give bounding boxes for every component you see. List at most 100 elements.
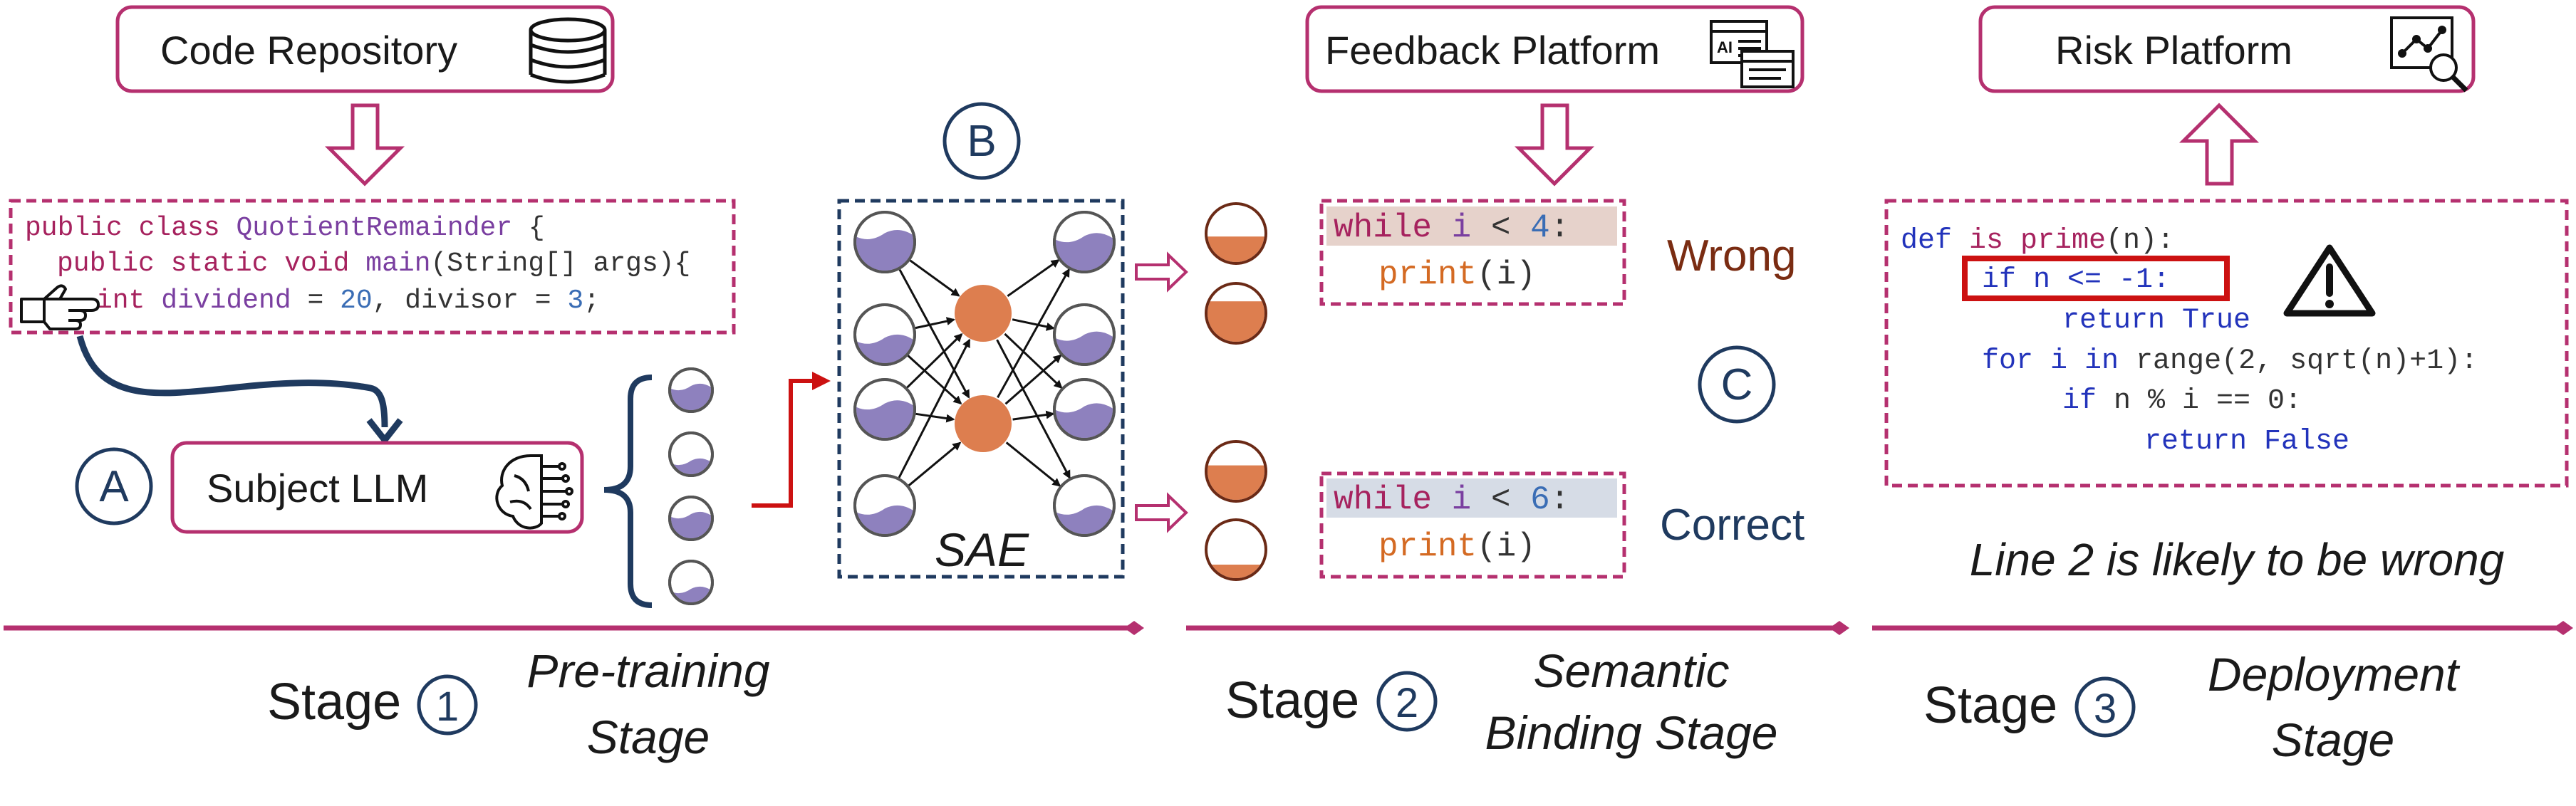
activation-circle-4 [668, 560, 714, 605]
marker-a: A [75, 447, 153, 525]
sae-output-neuron-2 [1053, 303, 1116, 366]
svg-text:for i in range(2, sqrt(n)+1):: for i in range(2, sqrt(n)+1): [1982, 345, 2478, 377]
wrong-label: Wrong [1667, 231, 1797, 281]
svg-text:while i < 6:: while i < 6: [1334, 481, 1569, 518]
stage-1-number: 1 [436, 684, 459, 730]
wrong-feature-1 [1205, 202, 1267, 265]
wrong-var: i [1452, 209, 1472, 246]
stage-1-word: Stage [267, 674, 401, 731]
svg-text:while i < 4:: while i < 4: [1334, 209, 1569, 246]
sae-input-neuron-4 [853, 474, 916, 537]
wrong-arg: (i) [1477, 256, 1536, 293]
java-line2-rest: (String[] args){ [431, 248, 691, 279]
wrong-feature-2 [1205, 282, 1267, 345]
sae-nodes [853, 211, 1116, 537]
ai-window-icon: AI [1710, 20, 1795, 88]
sae-output-neuron-1 [1053, 211, 1116, 273]
py-line4-fn: range [2136, 345, 2221, 377]
correct-snippet-box: while i < 6: print(i) [1319, 471, 1626, 579]
java-line3-end: ; [583, 286, 600, 316]
sae-output-neuron-3 [1053, 378, 1116, 441]
svg-text:def is prime(n):: def is prime(n): [1901, 225, 2174, 257]
feedback-platform-label: Feedback Platform [1325, 28, 1660, 73]
java-code-box: public class QuotientRemainder { public … [9, 199, 736, 335]
correct-colon: : [1550, 481, 1570, 518]
deployment-caption: Line 2 is likely to be wrong [1970, 534, 2505, 585]
java-line3-name: dividend [161, 286, 291, 316]
correct-while: while [1334, 481, 1452, 518]
py-line1-rest: (n): [2106, 225, 2174, 257]
svg-text:public class QuotientRemainder: public class QuotientRemainder { [25, 213, 545, 244]
correct-print: print [1378, 528, 1477, 565]
java-line3-eq: = [291, 286, 340, 316]
stage-3-word: Stage [1923, 677, 2057, 734]
stage-3-label: Stage 3 Deployment Stage [1923, 648, 2461, 766]
marker-b-label: B [967, 117, 996, 166]
wrong-print: print [1378, 256, 1477, 293]
correct-label: Correct [1660, 501, 1804, 550]
warning-icon [2283, 244, 2376, 317]
activation-circle-3 [668, 496, 714, 541]
marker-a-label: A [99, 462, 129, 511]
correct-arg: (i) [1477, 528, 1536, 565]
sae-to-wrong-arrow [1135, 251, 1188, 293]
sae-label: SAE [935, 523, 1029, 576]
java-to-llm-arrow [76, 335, 388, 428]
py-line4-kw: for [1982, 345, 2050, 377]
repo-down-arrow [324, 103, 405, 187]
py-line2: if n <= -1: [1982, 264, 2170, 296]
risk-up-arrow [2178, 103, 2260, 186]
stage-2-number: 2 [1396, 680, 1418, 726]
svg-text:AI: AI [1717, 38, 1733, 56]
timeline [4, 621, 2573, 635]
python-code-box: def is prime(n): if n <= -1: return True… [1884, 199, 2569, 488]
correct-num: 6 [1530, 481, 1550, 518]
feedback-down-arrow [1514, 103, 1595, 187]
risk-platform-box: Risk Platform [1978, 5, 2476, 93]
stage-3-number: 3 [2094, 686, 2117, 732]
svg-text:if n % i == 0:: if n % i == 0: [2062, 385, 2302, 417]
subject-llm-label: Subject LLM [207, 466, 428, 511]
wrong-snippet-box: while i < 4: print(i) [1319, 199, 1626, 306]
wrong-num: 4 [1530, 209, 1550, 246]
pointing-hand-icon [20, 284, 100, 330]
stage-1-name-line1: Pre-training [526, 644, 769, 697]
code-repository-label: Code Repository [160, 28, 457, 73]
sae-input-neuron-1 [853, 211, 916, 273]
feedback-platform-box: Feedback Platform AI [1305, 5, 1804, 93]
marker-b: B [942, 102, 1021, 180]
llm-activations [668, 367, 714, 605]
stage-2-word: Stage [1225, 672, 1359, 729]
py-line3: return True [2062, 305, 2250, 337]
stage-2-name-line1: Semantic [1533, 644, 1729, 697]
code-repository-box: Code Repository [115, 5, 615, 93]
database-icon [529, 17, 607, 84]
llm-to-sae-arrow [752, 372, 831, 508]
stage-1-label: Stage 1 Pre-training Stage [267, 644, 770, 763]
stage-2-name-line2: Binding Stage [1485, 706, 1778, 759]
java-line1-name: QuotientRemainder [236, 213, 512, 244]
wrong-colon: : [1550, 209, 1570, 246]
stage-2-label: Stage 2 Semantic Binding Stage [1225, 644, 1778, 759]
java-line3-num1: 20 [340, 286, 373, 316]
svg-text:public static void main(String: public static void main(String[] args){ [57, 248, 690, 279]
sae-input-neuron-2 [853, 303, 916, 366]
marker-c-label: C [1721, 360, 1753, 409]
chart-magnifier-icon [2390, 16, 2468, 93]
py-line4-rest: i in [2050, 345, 2136, 377]
java-line3-num2: 3 [567, 286, 583, 316]
java-line2-keyword: public static void [57, 248, 365, 279]
wrong-while: while [1334, 209, 1452, 246]
risk-platform-label: Risk Platform [2055, 28, 2292, 73]
sae-edges [898, 259, 1071, 487]
java-line3-keyword: int [96, 286, 161, 316]
sae-output-neuron-4 [1053, 474, 1116, 537]
correct-feature-1 [1205, 440, 1267, 503]
java-line1-rest: { [512, 213, 545, 244]
svg-text:int dividend = 20, divisor = 3: int dividend = 20, divisor = 3; [96, 286, 600, 316]
stage-3-name-line2: Stage [2272, 713, 2394, 766]
stage-1-name-line2: Stage [587, 711, 710, 763]
brain-chip-icon [495, 454, 573, 530]
java-line1-keyword: public class [25, 213, 236, 244]
activation-brace [603, 375, 653, 608]
